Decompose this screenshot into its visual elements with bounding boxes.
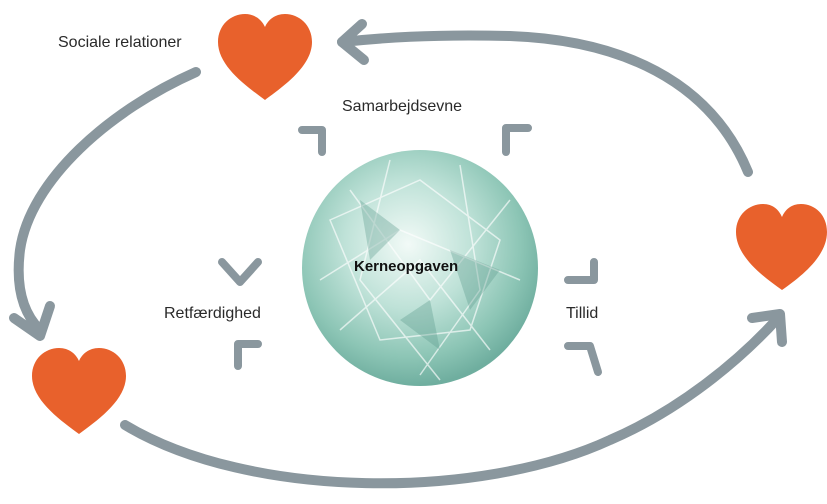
label-trust: Tillid	[566, 305, 599, 322]
label-core-task: Kerneopgaven	[354, 258, 459, 275]
arrow-head-bottom-right	[747, 309, 787, 347]
chevron-icon	[564, 258, 598, 284]
label-cooperation: Samarbejdsevne	[342, 98, 463, 115]
label-social-relations: Sociale relationer	[58, 34, 182, 51]
chevron-icon	[564, 342, 602, 376]
heart-icon	[32, 348, 126, 434]
chevron-icon	[298, 126, 326, 156]
chevron-icon	[234, 340, 262, 370]
heart-icon	[218, 14, 312, 100]
core-task-circle	[302, 150, 538, 386]
circle-texture	[319, 159, 521, 381]
label-justice: Retfærdighed	[164, 305, 261, 322]
chevron-icon	[218, 258, 262, 286]
chevron-icon	[502, 124, 532, 156]
arrow-left-to-right	[120, 313, 783, 489]
arrow-head-top	[337, 19, 369, 65]
arrow-right-to-social	[337, 30, 753, 177]
heart-icon	[736, 204, 827, 290]
arrow-head-left	[9, 301, 55, 341]
arrow-social-to-left	[13, 67, 201, 335]
